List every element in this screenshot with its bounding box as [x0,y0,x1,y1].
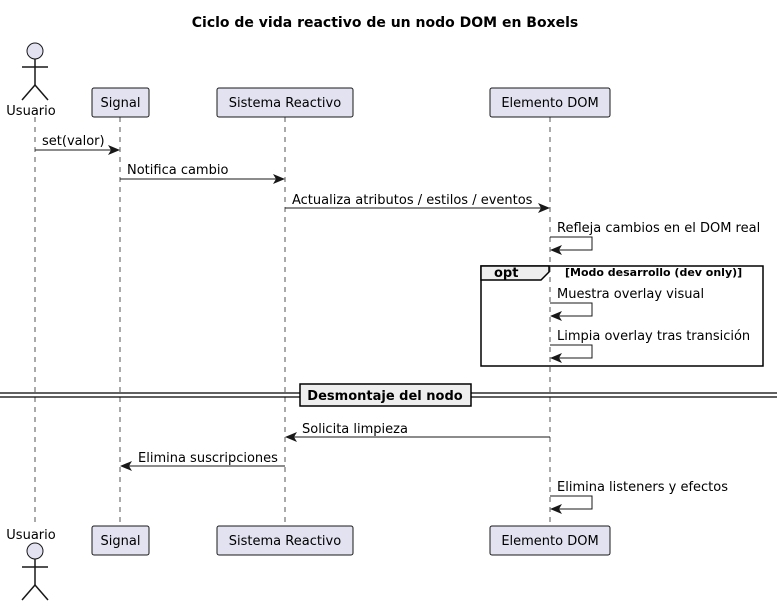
participant-sistema-reactivo-bottom: Sistema Reactivo [216,525,354,556]
message-solicita-limpieza: Solicita limpieza [285,422,550,442]
message-label: Limpia overlay tras transición [557,329,750,344]
divider-label: Desmontaje del nodo [307,389,462,404]
arrowhead-icon [550,504,562,514]
opt-frame [480,265,764,367]
message-muestra-overlay: Muestra overlay visual [550,287,704,321]
participant-label-elemento-dom-top: Elemento DOM [501,96,598,111]
actor-usuario-top: Usuario [6,42,56,119]
message-label: Solicita limpieza [302,422,408,437]
arrowhead-icon [273,174,285,184]
arrowhead-icon [550,353,562,363]
opt-keyword: opt [494,266,518,281]
arrowhead-icon [120,461,132,471]
message-label: Elimina suscripciones [138,451,278,466]
participant-elemento-dom-top: Elemento DOM [489,87,611,118]
message-elimina-suscripciones: Elimina suscripciones [120,451,285,471]
participant-label-usuario-bottom: Usuario [6,528,55,543]
actor-usuario-bottom: Usuario [6,528,56,601]
arrowhead-icon [538,203,550,213]
participant-label-sistema-reactivo-top: Sistema Reactivo [229,96,341,111]
message-label: Notifica cambio [127,163,228,178]
message-label: Muestra overlay visual [557,287,704,302]
participant-label-usuario-top: Usuario [6,104,55,119]
message-label: Refleja cambios en el DOM real [557,221,760,236]
message-limpia-overlay: Limpia overlay tras transición [550,329,750,363]
message-notifica-cambio: Notifica cambio [120,163,285,184]
participant-elemento-dom-bottom: Elemento DOM [489,525,611,556]
arrowhead-icon [550,311,562,321]
participant-label-signal-top: Signal [101,96,141,111]
opt-tab [480,265,550,281]
message-actualiza-atributos: Actualiza atributos / estilos / eventos [285,193,550,213]
divider-desmontaje: Desmontaje del nodo [0,383,777,407]
participant-label-elemento-dom-bottom: Elemento DOM [501,534,598,549]
message-set-valor: set(valor) [35,134,120,155]
participant-sistema-reactivo-top: Sistema Reactivo [216,87,354,118]
participant-signal-bottom: Signal [91,525,150,556]
divider-box [299,383,472,407]
message-label: set(valor) [42,134,105,149]
arrowhead-icon [285,432,297,442]
message-elimina-listeners: Elimina listeners y efectos [550,480,728,514]
arrowhead-icon [550,245,562,255]
arrowhead-icon [108,145,120,155]
participant-label-sistema-reactivo-bottom: Sistema Reactivo [229,534,341,549]
opt-fragment: opt [Modo desarrollo (dev only)] Muestra… [480,265,764,367]
participant-signal-top: Signal [91,87,150,118]
opt-guard: [Modo desarrollo (dev only)] [565,266,742,279]
participant-label-signal-bottom: Signal [101,534,141,549]
message-label: Elimina listeners y efectos [557,480,728,495]
message-refleja-cambios: Refleja cambios en el DOM real [550,221,760,255]
diagram-title: Ciclo de vida reactivo de un nodo DOM en… [192,15,578,31]
message-label: Actualiza atributos / estilos / eventos [292,193,533,208]
